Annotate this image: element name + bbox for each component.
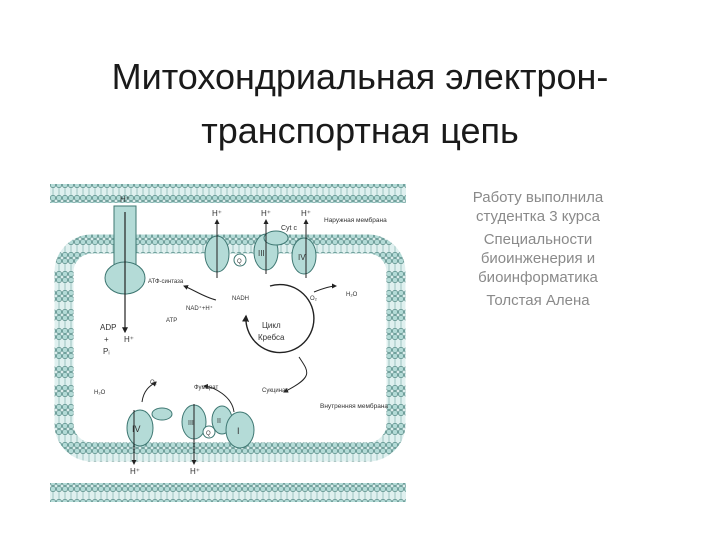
info-line-1: Работу выполнила студентка 3 курса xyxy=(472,189,604,225)
complex-iv-top-label: IV xyxy=(298,253,306,262)
atp-synthase xyxy=(104,205,146,334)
outer-membrane-label: Наружная мембрана xyxy=(324,216,387,224)
proton-arrows xyxy=(131,219,337,465)
h-plus-top-2: H⁺ xyxy=(261,209,271,218)
outer-membrane-top xyxy=(50,184,406,203)
info-line-3: Толстая Алена xyxy=(486,292,590,309)
h2o-bottom-label: H₂O xyxy=(94,390,106,396)
succinate-label: Сукцинат xyxy=(262,388,288,394)
inner-membrane xyxy=(54,234,406,462)
h-plus-top-3: H⁺ xyxy=(301,209,311,218)
adp-label: ADP xyxy=(100,323,116,332)
q-bottom-label: Q xyxy=(206,431,211,437)
nadh-label: NADH xyxy=(232,296,249,302)
plus-label: + xyxy=(104,335,109,344)
pi-label: Pᵢ xyxy=(103,347,110,356)
o2-bottom-label: O₂ xyxy=(150,380,158,386)
slide-title: Митохондриальная электрон- транспортная … xyxy=(40,50,680,158)
krebs-line-1: Цикл xyxy=(262,321,281,330)
h2o-top-label: H₂O xyxy=(346,292,358,298)
complex-i-bottom-label: I xyxy=(237,426,240,436)
electron-transport-diagram: Наружная мембрана Внутренняя мембрана АТ… xyxy=(50,184,406,502)
complex-iii-top-label: III xyxy=(258,249,265,258)
q-top-label: Q xyxy=(237,259,242,265)
title-line-2: транспортная цепь xyxy=(201,110,519,151)
o2-top-label: O₂ xyxy=(310,296,318,302)
title-line-1: Митохондриальная электрон- xyxy=(111,56,609,97)
atp-synthase-label: АТФ-синтаза xyxy=(148,279,184,285)
outer-membrane-bottom xyxy=(50,483,406,502)
complex-iii-bottom-label: III xyxy=(188,420,194,427)
author-info: Работу выполнила студентка 3 курса Специ… xyxy=(438,188,638,314)
krebs-cycle-arrow xyxy=(242,283,315,354)
krebs-line-2: Кребса xyxy=(258,333,285,342)
fumarate-label: Фумарат xyxy=(194,385,218,391)
nad-plus-label: NAD⁺+H⁺ xyxy=(186,305,213,312)
complex-ii-bottom-label: II xyxy=(217,418,221,425)
info-line-2: Специальности биоинженерия и биоинформат… xyxy=(478,231,598,286)
h-plus-bottom-2: H⁺ xyxy=(190,467,200,476)
inner-membrane-label: Внутренняя мембрана xyxy=(320,402,388,410)
h-plus-bottom-1: H⁺ xyxy=(130,467,140,476)
h-plus-matrix: H⁺ xyxy=(124,335,134,344)
atp-label: АТР xyxy=(166,318,177,324)
h-plus-top-1: H⁺ xyxy=(212,209,222,218)
cyt-c-label: Cyt c xyxy=(281,225,297,232)
h-plus-atp: H⁺ xyxy=(120,195,130,204)
complex-iv-bottom-label: IV xyxy=(132,424,141,434)
